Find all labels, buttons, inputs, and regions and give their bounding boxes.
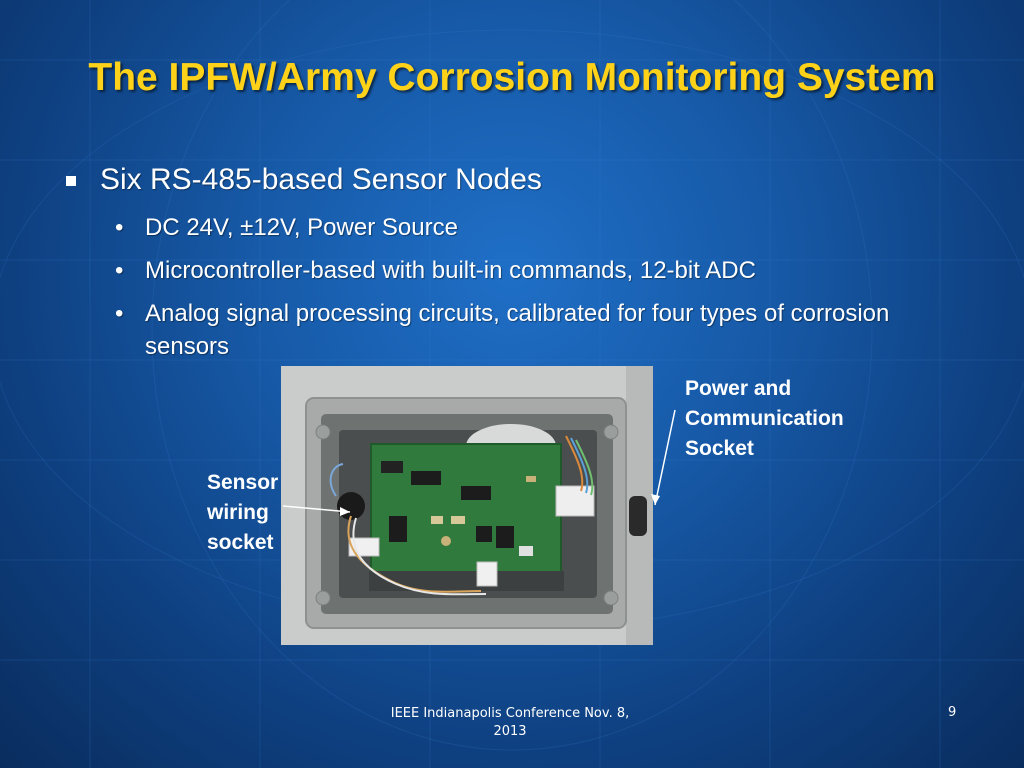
bullet-main: Six RS-485-based Sensor Nodes [60,163,960,197]
sub-bullet: • Microcontroller-based with built-in co… [60,254,960,287]
sensor-label-line: wiring [207,501,269,524]
power-label-line: Power and [685,377,792,400]
page-number: 9 [948,705,957,720]
sensor-node-photo [281,366,653,645]
sensor-socket-label: Sensor wiring socket [207,468,278,558]
bullet-main-text: Six RS-485-based Sensor Nodes [100,163,542,196]
power-socket-arrow [654,409,676,506]
square-bullet-icon [66,176,76,186]
power-label-line: Socket [685,437,754,460]
sensor-label-line: socket [207,531,274,554]
slide-footer: IEEE Indianapolis Conference Nov. 8, 201… [360,705,660,741]
sub-bullet: • DC 24V, ±12V, Power Source [60,211,960,244]
power-label-line: Communication [685,407,844,430]
sub-bullet-text: DC 24V, ±12V, Power Source [145,214,458,241]
sub-bullet-text: Analog signal processing circuits, calib… [145,300,890,360]
bullet-list: Six RS-485-based Sensor Nodes • DC 24V, … [60,163,960,373]
bullet-dot-icon: • [115,300,124,327]
sensor-label-line: Sensor [207,471,279,494]
footer-line: IEEE Indianapolis Conference Nov. 8, [390,706,630,721]
bullet-dot-icon: • [115,257,124,284]
slide-title: The IPFW/Army Corrosion Monitoring Syste… [88,56,936,99]
power-socket-label: Power and Communication Socket [685,374,844,464]
footer-line: 2013 [493,724,527,739]
bullet-dot-icon: • [115,214,124,241]
sub-bullet-text: Microcontroller-based with built-in comm… [145,257,756,284]
sub-bullet: • Analog signal processing circuits, cal… [60,297,960,363]
